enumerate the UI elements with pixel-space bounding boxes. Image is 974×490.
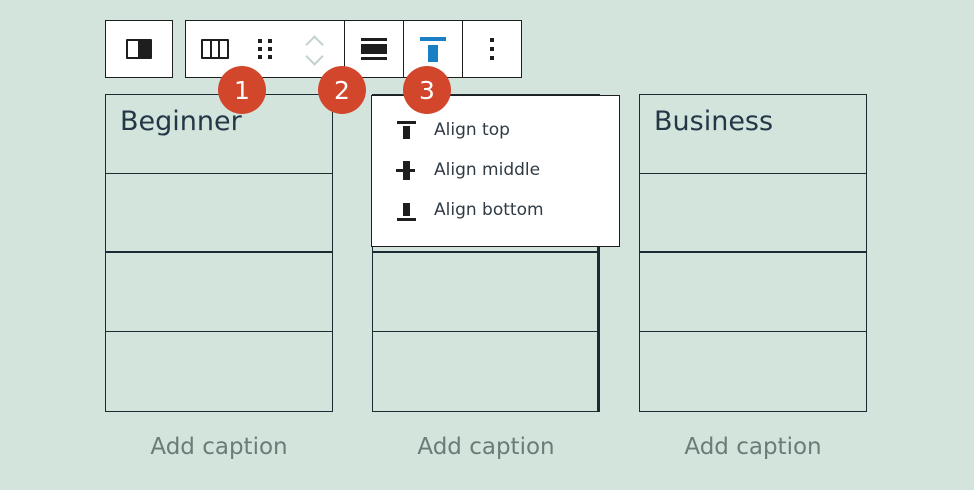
drag-handle-button[interactable] [244,21,286,77]
toolbar-divider [344,21,345,77]
table-row[interactable]: Beginner [106,95,332,174]
align-bottom-icon [396,199,416,221]
table-cell: Business [654,106,774,137]
drag-handle-icon [258,39,272,59]
table-row[interactable] [640,174,866,253]
table-cell: Beginner [120,106,242,137]
toolbar-divider [403,21,404,77]
more-options-button[interactable] [463,21,521,77]
menu-item-label: Align middle [434,160,541,180]
column-block-icon [126,39,152,59]
chevron-up-down-icon [307,37,324,62]
column-table: Business [639,94,867,412]
kebab-menu-icon [490,38,494,60]
toolbar-group-block-type [105,20,173,78]
three-columns-icon [201,39,229,59]
align-middle-icon [396,159,416,181]
step-badge-2: 2 [318,66,366,114]
table-row[interactable] [373,174,597,253]
step-badge-3: 3 [403,66,451,114]
step-badge-1: 1 [218,66,266,114]
table-row[interactable] [640,253,866,332]
column-beginner[interactable]: Beginner Add caption [105,94,333,460]
table-caption[interactable]: Add caption [417,434,555,460]
table-row[interactable] [373,253,597,332]
vertical-align-button[interactable] [404,21,462,77]
table-caption[interactable]: Add caption [150,434,288,460]
menu-item-label: Align bottom [434,200,544,220]
vertical-alignment-menu: Align top Align middle Align bottom [371,95,620,247]
table-row[interactable] [373,332,597,411]
column-block-type-button[interactable] [106,21,172,77]
table-row[interactable] [106,253,332,332]
menu-item-align-top[interactable]: Align top [372,110,619,150]
block-toolbar [105,20,522,78]
toolbar-divider [462,21,463,77]
menu-item-label: Align top [434,120,510,140]
menu-item-align-bottom[interactable]: Align bottom [372,190,619,230]
align-top-icon [396,119,416,141]
table-caption[interactable]: Add caption [684,434,822,460]
align-content-icon [361,38,387,60]
align-content-button[interactable] [345,21,403,77]
column-table: Beginner [105,94,333,412]
table-row[interactable] [106,332,332,411]
table-row[interactable]: Business [640,95,866,174]
table-row[interactable] [106,174,332,253]
table-row[interactable] [640,332,866,411]
menu-item-align-middle[interactable]: Align middle [372,150,619,190]
column-business[interactable]: Business Add caption [639,94,867,460]
align-top-icon [420,36,446,62]
columns-layout-button[interactable] [186,21,244,77]
